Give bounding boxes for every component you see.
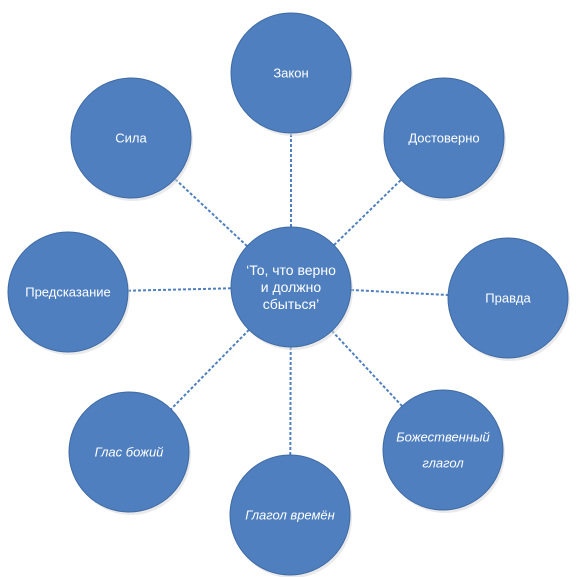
node-sila-circle xyxy=(70,77,192,199)
node-bozhestvenny-glagol-label-line-1: Божественный xyxy=(396,430,490,445)
node-bozhestvenny-glagol: Божественный глагол xyxy=(382,389,505,513)
node-glas-bozhiy-circle xyxy=(68,391,190,513)
node-predskazanie-circle xyxy=(7,231,129,353)
node-pravda: Правда xyxy=(447,237,570,361)
center-label-line-3: сбыться’ xyxy=(263,296,319,312)
node-dostoverno-circle xyxy=(383,77,505,199)
connector-pravda xyxy=(350,289,449,296)
node-dostoverno: Достоверно xyxy=(383,77,506,201)
node-zakon-circle xyxy=(230,12,352,134)
node-dostoverno-label-line-1: Достоверно xyxy=(408,131,479,146)
node-glas-bozhiy: Глас божий xyxy=(68,391,191,515)
node-pravda-label-line-1: Правда xyxy=(485,291,531,306)
center-node-circle xyxy=(230,226,352,348)
center-label-line-1: ‘То, что верно xyxy=(246,262,336,278)
node-predskazanie: Предсказание xyxy=(7,231,130,355)
center-label-line-2: и должно xyxy=(261,279,322,295)
node-zakon: Закон xyxy=(230,12,353,136)
node-pravda-circle xyxy=(447,237,569,359)
node-sila-label-line-1: Сила xyxy=(115,131,147,146)
node-glagol-vremen-circle xyxy=(229,454,351,576)
connector-dostoverno xyxy=(333,179,402,246)
node-zakon-label-line-1: Закон xyxy=(273,66,308,81)
node-glas-bozhiy-label-line-1: Глас божий xyxy=(95,445,164,460)
node-glagol-vremen: Глагол времён xyxy=(229,454,352,577)
node-predskazanie-label-line-1: Предсказание xyxy=(25,285,111,300)
node-sila: Сила xyxy=(70,77,193,201)
connector-bozhestvenny-glagol xyxy=(331,330,403,407)
node-glagol-vremen-label-line-1: Глагол времён xyxy=(245,508,335,523)
connectors xyxy=(127,133,449,456)
connector-sila xyxy=(174,178,248,247)
node-bozhestvenny-glagol-label-line-2: глагол xyxy=(422,456,464,471)
connector-predskazanie xyxy=(127,287,232,292)
node-bozhestvenny-glagol-circle xyxy=(382,389,504,511)
connector-glas-bozhiy xyxy=(170,329,250,410)
nodes: ЗаконДостоверноПравдаБожественныйглаголГ… xyxy=(7,12,570,577)
